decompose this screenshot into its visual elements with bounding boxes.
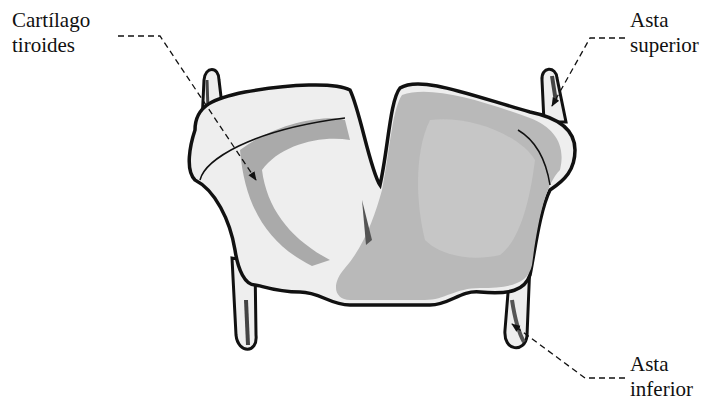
lamina-highlight: [418, 119, 535, 257]
leader-line: [552, 38, 625, 106]
part-label: Asta superior: [630, 8, 724, 58]
leader-line: [512, 324, 625, 378]
notch-shade: [362, 200, 372, 245]
lamina-shading: [336, 92, 562, 300]
part-label: Asta inferior: [630, 352, 724, 402]
horn-shade: [246, 300, 248, 345]
lamina-shading: [240, 118, 350, 266]
part-label: Cartílago tiroides: [12, 8, 118, 58]
horn-shade: [552, 76, 556, 102]
horn-shade: [512, 300, 524, 342]
thyroid-cartilage-body: [189, 84, 575, 305]
superior-horn: [542, 69, 566, 122]
oblique-line: [200, 118, 345, 180]
leader-line: [118, 36, 256, 180]
oblique-line: [518, 130, 550, 185]
